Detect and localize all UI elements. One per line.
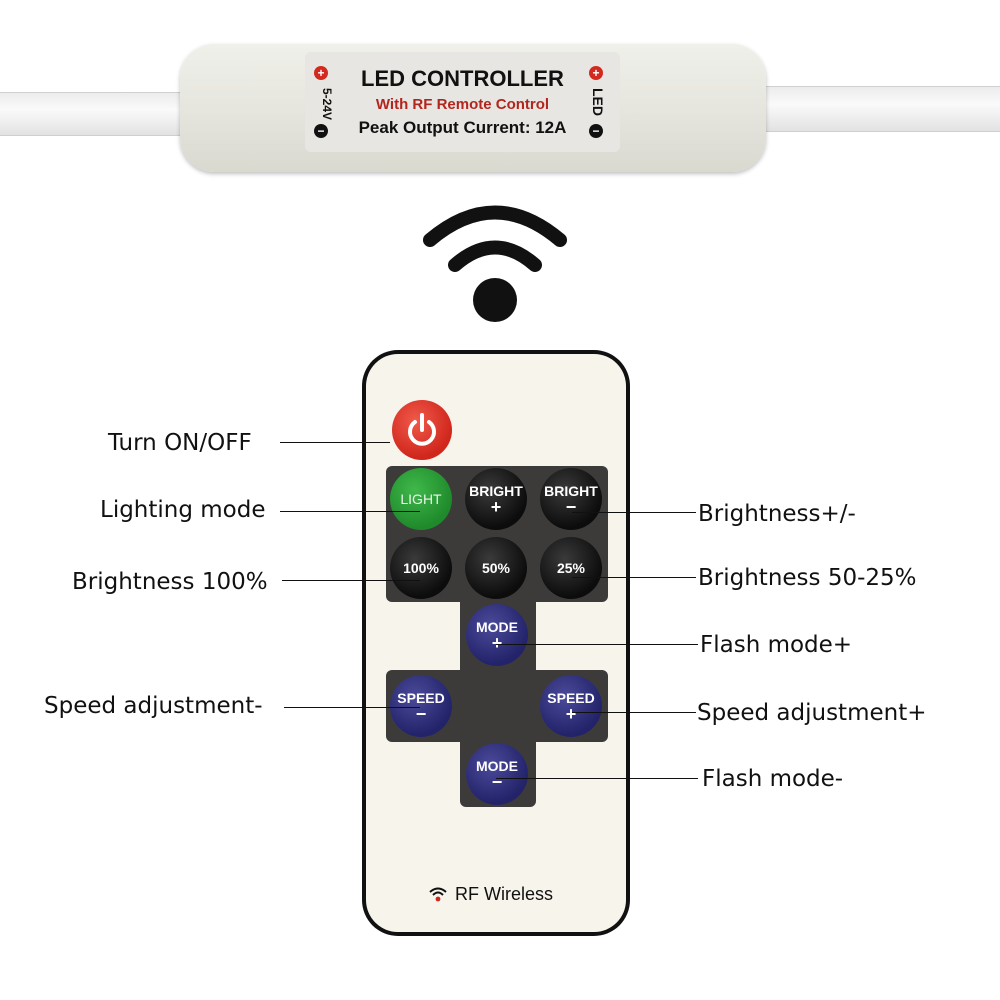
output-plus-icon: + — [589, 66, 603, 80]
flash-plus-leader-line — [496, 644, 698, 645]
speed-up-label: SPEED — [547, 690, 595, 706]
output-minus-icon: − — [589, 124, 603, 138]
speed-up-button[interactable]: SPEED + — [540, 675, 602, 737]
brightness-25-label: 25% — [556, 560, 586, 576]
b100-annotation: Brightness 100% — [72, 569, 268, 595]
controller-label — [305, 52, 620, 152]
speed-up-sign: + — [565, 704, 577, 724]
controller-peak-current: Peak Output Current: 12A — [358, 118, 567, 137]
rf-wireless-icon — [429, 887, 447, 902]
speed-plus-leader-line — [572, 712, 696, 713]
speed-minus-annotation: Speed adjustment- — [44, 693, 263, 719]
power-leader-line — [280, 442, 390, 443]
flash-minus-annotation: Flash mode- — [702, 766, 844, 792]
speed-down-sign: − — [415, 704, 427, 724]
bright-up-label: BRIGHT — [469, 483, 523, 499]
wifi-icon — [423, 205, 567, 322]
brightness-25-button[interactable]: 25% — [540, 537, 602, 599]
bright-down-label: BRIGHT — [544, 483, 598, 499]
bright-up-button[interactable]: BRIGHT + — [465, 468, 527, 530]
brightness-100-label: 100% — [403, 560, 439, 576]
brightness-leader-line — [572, 512, 696, 513]
flash-plus-annotation: Flash mode+ — [700, 632, 853, 658]
brightness-50-button[interactable]: 50% — [465, 537, 527, 599]
lighting-annotation: Lighting mode — [100, 497, 266, 523]
bright-up-sign: + — [490, 497, 502, 517]
lighting-leader-line — [280, 511, 420, 512]
input-voltage-label: 5-24V — [320, 88, 334, 121]
mode-down-button[interactable]: MODE − — [466, 743, 528, 805]
speed-plus-annotation: Speed adjustment+ — [697, 700, 927, 726]
power-annotation: Turn ON/OFF — [108, 430, 252, 456]
b50-25-annotation: Brightness 50-25% — [698, 565, 917, 591]
mode-down-sign: − — [491, 772, 503, 792]
mode-down-label: MODE — [476, 758, 518, 774]
input-plus-icon: + — [314, 66, 328, 80]
brightness-50-label: 50% — [481, 560, 511, 576]
light-button-label: LIGHT — [400, 491, 442, 507]
b50-25-leader-line — [572, 577, 696, 578]
output-cable — [760, 86, 1000, 132]
speed-down-button[interactable]: SPEED − — [390, 675, 452, 737]
controller-subtitle: With RF Remote Control — [375, 96, 550, 113]
speed-minus-leader-line — [284, 707, 420, 708]
power-icon — [408, 413, 436, 446]
input-minus-icon: − — [314, 124, 328, 138]
mode-up-button[interactable]: MODE + — [466, 604, 528, 666]
rf-wireless-label: RF Wireless — [455, 884, 553, 904]
bright-down-sign: − — [565, 497, 577, 517]
mode-up-label: MODE — [476, 619, 518, 635]
mode-up-sign: + — [491, 633, 503, 653]
brightness-annotation: Brightness+/- — [698, 501, 856, 527]
input-cable — [0, 92, 185, 136]
output-led-label: LED — [590, 88, 606, 116]
flash-minus-leader-line — [496, 778, 698, 779]
brightness-100-button[interactable]: 100% — [390, 537, 452, 599]
light-button[interactable]: LIGHT — [390, 468, 452, 530]
speed-down-label: SPEED — [397, 690, 445, 706]
controller-title: LED CONTROLLER — [361, 66, 564, 91]
b100-leader-line — [282, 580, 420, 581]
bright-down-button[interactable]: BRIGHT − — [540, 468, 602, 530]
